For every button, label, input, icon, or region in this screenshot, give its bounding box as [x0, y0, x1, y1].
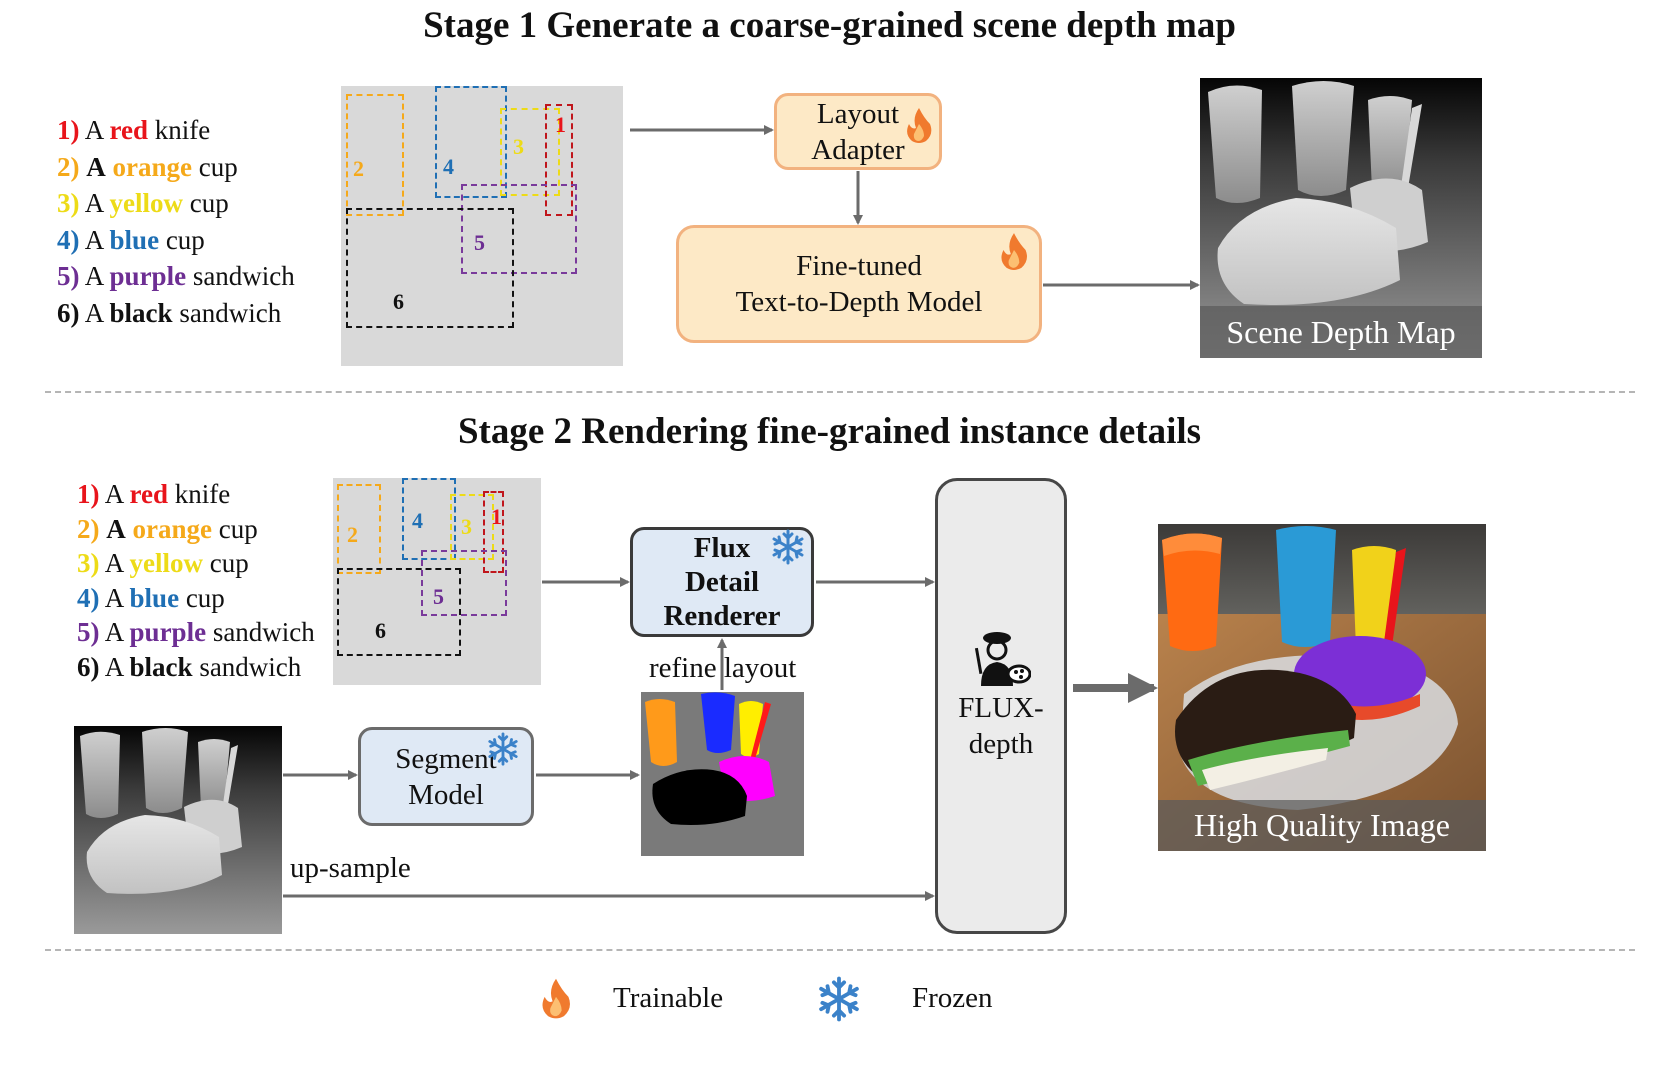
bbox-label-4: 4: [412, 508, 423, 533]
scene-depth-map-caption: Scene Depth Map: [1200, 306, 1482, 358]
bbox-black-sandwich: [346, 208, 514, 328]
bbox-label-3: 3: [513, 134, 524, 159]
layout-panel-stage2: 1 2 3 4 5 6: [333, 478, 541, 685]
bbox-label-5: 5: [474, 230, 485, 255]
bbox-label-3: 3: [461, 514, 472, 539]
text-to-depth-box: Fine-tuned Text-to-Depth Model: [676, 225, 1042, 343]
prompt-item-3: 3) A yellow cup: [57, 188, 229, 218]
bbox-label-2: 2: [353, 156, 364, 181]
scene-depth-map-image: Scene Depth Map: [1200, 78, 1482, 358]
prompt-item-5: 5) A purple sandwich: [57, 261, 295, 291]
legend-trainable-label: Trainable: [613, 982, 724, 1014]
bbox-blue-cup: [402, 478, 456, 560]
prompt-item-1: 1) A red knife: [57, 115, 211, 145]
bbox-label-1: 1: [555, 112, 566, 137]
stage2-title: Stage 2 Rendering fine-grained instance …: [457, 411, 1202, 452]
snowflake-icon: [772, 529, 804, 565]
bbox-orange-cup: [346, 94, 404, 216]
prompt-item-4: 4) A blue cup: [57, 224, 205, 255]
bbox-blue-cup: [435, 86, 507, 198]
bbox-yellow-cup: [450, 494, 494, 560]
bbox-label-2: 2: [347, 522, 358, 547]
bbox-label-1: 1: [491, 504, 502, 529]
bbox-label-4: 4: [443, 154, 454, 179]
prompt-item-1: 1) A red knife: [77, 479, 231, 509]
legend-frozen-label: Frozen: [912, 982, 993, 1014]
bbox-orange-cup: [337, 484, 381, 574]
upsample-label: up-sample: [290, 852, 411, 884]
depth-map-render: [74, 726, 282, 934]
bbox-label-5: 5: [433, 584, 444, 609]
bbox-purple-sandwich: [461, 184, 577, 274]
segmentation-mask-render: [641, 692, 804, 856]
flame-icon: [542, 978, 570, 1019]
prompt-item-4: 4) A blue cup: [77, 582, 225, 613]
bbox-red-knife: [545, 104, 573, 216]
flame-icon: [1001, 233, 1027, 270]
stage1-title: Stage 1 Generate a coarse-grained scene …: [423, 5, 1236, 46]
prompt-item-5: 5) A purple sandwich: [77, 617, 315, 648]
flux-detail-renderer-box: Flux Detail Renderer: [630, 527, 814, 637]
prompt-item-6: 6) A black sandwich: [57, 297, 282, 328]
prompt-item-3: 3) A yellow cup: [77, 548, 249, 579]
prompt-item-2: 2) A orange cup: [77, 513, 258, 544]
prompt-item-6: 6) A black sandwich: [77, 651, 302, 682]
bbox-black-sandwich: [337, 568, 461, 656]
stage-separator-bottom: [45, 949, 1635, 951]
bbox-purple-sandwich: [421, 550, 507, 616]
stage-separator-top: [45, 391, 1635, 393]
prompt-item-2: 2) A orange cup: [57, 151, 238, 182]
bbox-red-knife: [483, 491, 504, 573]
snowflake-icon: [488, 732, 518, 766]
layout-panel-stage1: 1 2 3 4 5 6: [341, 86, 623, 366]
flame-icon: [907, 108, 932, 143]
painter-icon: [974, 632, 1031, 686]
output-image-caption: High Quality Image: [1158, 800, 1486, 851]
flux-depth-box: FLUX- depth: [935, 478, 1067, 934]
stage2-depth-map-image: [74, 726, 282, 934]
segmentation-mask-image: [641, 692, 804, 856]
segment-model-box: Segment Model: [358, 727, 534, 826]
prompt-list-stage2: 1) A red knife 2) A orange cup 3) A yell…: [77, 477, 315, 685]
bbox-label-6: 6: [393, 289, 404, 314]
prompt-list-stage1: 1) A red knife 2) A orange cup 3) A yell…: [57, 112, 295, 331]
bbox-yellow-cup: [500, 108, 560, 196]
bbox-label-6: 6: [375, 618, 386, 643]
high-quality-output-image: High Quality Image: [1158, 524, 1486, 851]
snowflake-icon: [819, 976, 859, 1022]
